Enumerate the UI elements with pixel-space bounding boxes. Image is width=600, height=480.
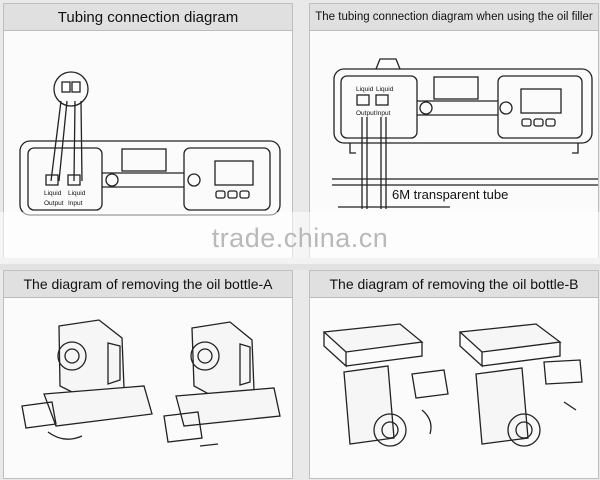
port-right-label: Liquid: [376, 86, 394, 93]
oil-filler-drawing: Liquid Liquid Output Input 6M transparen…: [332, 58, 598, 209]
caption-input: Input: [376, 110, 391, 117]
panel-title: The tubing connection diagram when using…: [310, 4, 598, 31]
panel-removing-oil-bottle-b: The diagram of removing the oil bottle-B: [309, 270, 599, 479]
oil-bottle-a-drawing: [21, 319, 281, 447]
panel-title: The diagram of removing the oil bottle-A: [4, 271, 292, 298]
port-right-label: Liquid: [68, 190, 86, 197]
port-left-label: Liquid: [44, 190, 62, 197]
panel-removing-oil-bottle-a: The diagram of removing the oil bottle-A: [3, 270, 293, 479]
caption-output: Output: [356, 110, 376, 117]
caption-input: Input: [68, 200, 83, 207]
panel-title: The diagram of removing the oil bottle-B: [310, 271, 598, 298]
panel-title: Tubing connection diagram: [4, 4, 292, 31]
port-left-label: Liquid: [356, 86, 374, 93]
watermark: trade.china.cn: [0, 212, 600, 264]
tubing-connection-drawing: Liquid Liquid Output Input: [19, 71, 281, 216]
caption-output: Output: [44, 200, 64, 207]
tube-label: 6M transparent tube: [392, 187, 508, 202]
oil-bottle-b-drawing: [322, 323, 583, 447]
